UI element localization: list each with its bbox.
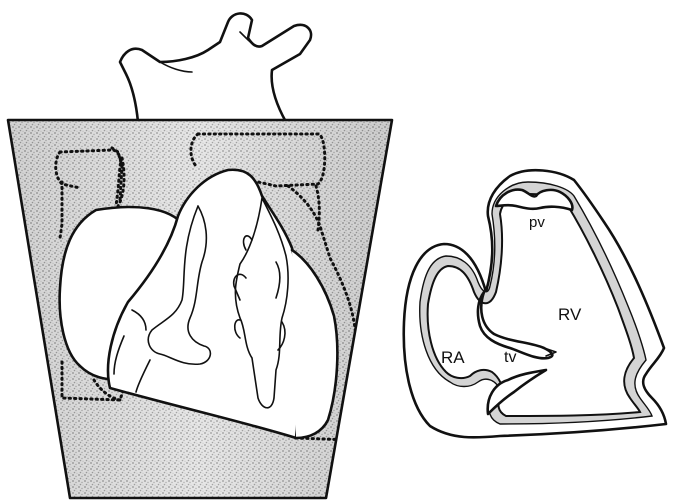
label-rv: RV (558, 306, 581, 323)
great-vessels (120, 13, 311, 122)
heart-in-chest-figure (8, 13, 392, 498)
label-ra: RA (441, 349, 465, 366)
label-tv: tv (504, 350, 516, 366)
right-heart-section (404, 170, 666, 437)
label-pv: pv (529, 215, 545, 230)
